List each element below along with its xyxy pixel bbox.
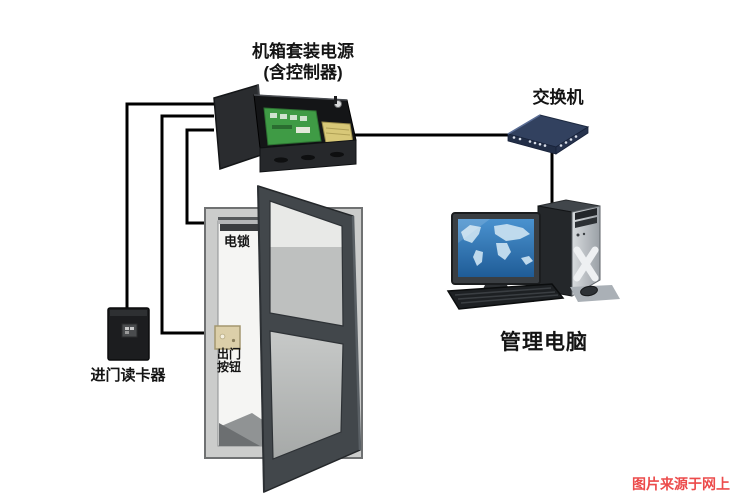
switch-ports bbox=[512, 135, 578, 147]
controller-psu bbox=[321, 121, 354, 144]
door-assembly bbox=[204, 184, 363, 494]
electric-lock-label: 电锁 bbox=[224, 234, 251, 249]
world-map bbox=[461, 224, 533, 266]
drive-bay bbox=[575, 208, 597, 220]
door-glass-upper-light bbox=[270, 201, 342, 247]
exit-button bbox=[214, 325, 241, 350]
reader-display bbox=[121, 323, 138, 338]
network-switch bbox=[506, 114, 590, 155]
electric-lock bbox=[218, 217, 286, 231]
controller-label: 机箱套装电源 (含控制器) bbox=[224, 41, 382, 83]
drive-bay bbox=[575, 217, 597, 228]
switch-label: 交换机 bbox=[532, 88, 584, 107]
floor-shadow-dark bbox=[219, 423, 260, 446]
exit-button-label-line2: 按钮 bbox=[217, 360, 242, 374]
card-reader bbox=[107, 307, 150, 361]
door-glass-lower bbox=[269, 330, 344, 460]
monitor bbox=[451, 212, 541, 285]
tower-front-vent bbox=[573, 246, 599, 282]
wires bbox=[125, 102, 554, 335]
exit-button-label: 出门 按钮 bbox=[217, 348, 241, 374]
keyboard bbox=[446, 283, 565, 310]
wire-controller-to-lock bbox=[185, 128, 214, 225]
controller-box bbox=[213, 84, 357, 173]
computer-label: 管理电脑 bbox=[500, 331, 588, 354]
door-glass-upper bbox=[270, 247, 343, 326]
controller-label-line2: (含控制器) bbox=[263, 63, 343, 82]
exit-button-label-line1: 出门 bbox=[217, 347, 242, 361]
controller-label-line1: 机箱套装电源 bbox=[252, 42, 354, 61]
door-leaf bbox=[257, 184, 362, 494]
card-reader-label: 进门读卡器 bbox=[90, 367, 166, 384]
image-source-watermark: 图片来源于网上 bbox=[632, 476, 730, 492]
mouse bbox=[580, 285, 598, 297]
computer bbox=[446, 199, 620, 310]
wire-controller-to-exit-button bbox=[160, 114, 214, 335]
wire-controller-to-reader bbox=[125, 102, 214, 310]
computer-tower bbox=[537, 199, 601, 297]
